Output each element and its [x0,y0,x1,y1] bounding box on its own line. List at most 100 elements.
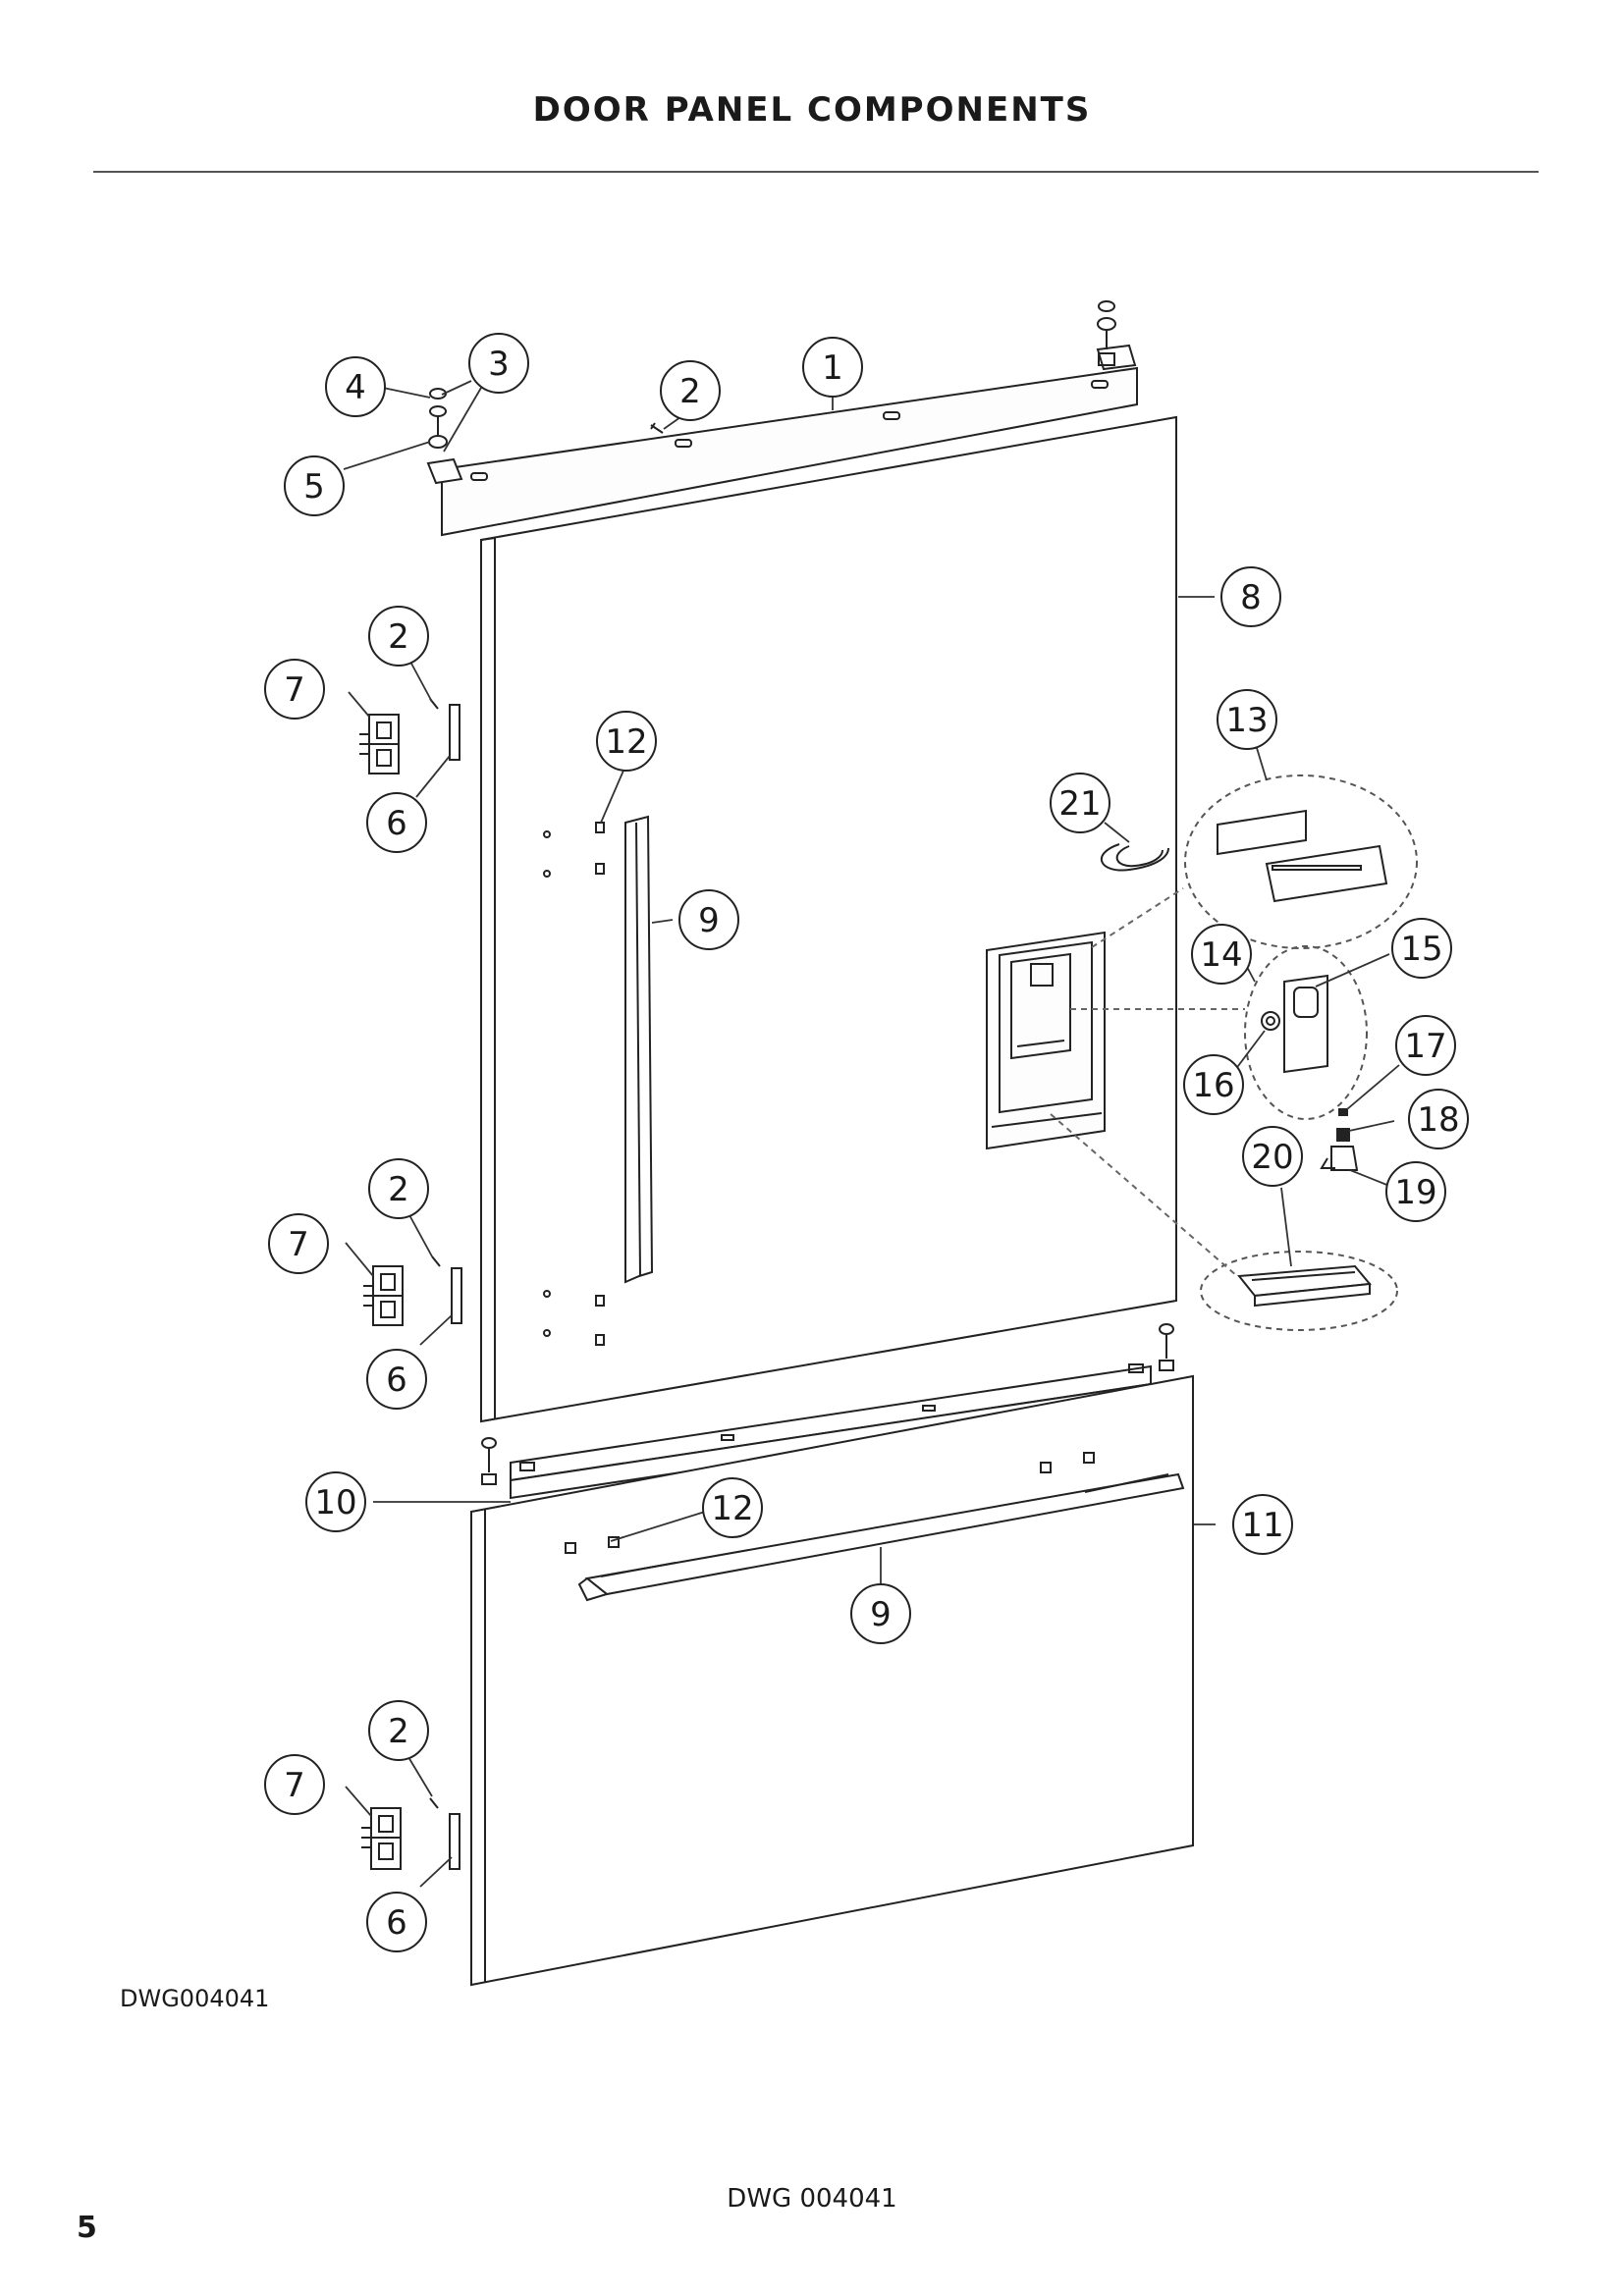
callout-label: 15 [1400,930,1442,969]
callout-circle [368,606,429,667]
callout-15: 15 [1391,918,1452,979]
callout-circle [268,1213,329,1274]
callout-circle [1183,1054,1244,1115]
callout-label: 18 [1417,1100,1459,1140]
callout-label: 19 [1394,1173,1436,1212]
upper-door-assembly [359,300,1177,1423]
callout-label: 2 [388,1170,409,1209]
callout-label: 2 [388,1712,409,1751]
callout-circle [1385,1161,1446,1222]
drawing-id: DWG004041 [120,1985,270,2012]
callout-label: 2 [388,617,409,657]
callout-label: 11 [1241,1506,1283,1545]
callout-label: 7 [284,670,305,710]
callout-10: 10 [305,1471,366,1532]
callout-label: 6 [386,1361,407,1400]
callout-label: 7 [288,1225,309,1264]
callout-label: 7 [284,1766,305,1805]
callout-label: 17 [1404,1027,1446,1066]
callout-2: 2 [660,360,721,421]
callout-circle [284,455,345,516]
callout-3: 3 [468,333,529,394]
callout-circle [1408,1089,1469,1149]
callout-circle [1232,1494,1293,1555]
callout-label: 2 [679,372,701,411]
callout-circle [366,792,427,853]
callout-circle [1191,924,1252,985]
callout-circle [1242,1126,1303,1187]
leader-lines [343,380,1400,1888]
callout-5: 5 [284,455,345,516]
callout-circle [1217,689,1277,750]
callout-circle [264,659,325,720]
callout-circle [325,356,386,417]
callout-label: 3 [488,345,510,384]
callout-circle [368,1158,429,1219]
callout-circle [305,1471,366,1532]
callout-label: 12 [605,722,647,762]
callout-17: 17 [1395,1015,1456,1076]
callout-label: 16 [1192,1066,1234,1105]
callout-circle [468,333,529,394]
callout-12: 12 [596,711,657,772]
callout-label: 9 [698,901,720,940]
callout-21: 21 [1050,773,1110,833]
dispenser-detail-parts [1050,774,1418,1331]
callout-label: 6 [386,1903,407,1943]
callout-circle [850,1583,911,1644]
page-number: 5 [77,2211,97,2245]
callout-circle [1220,566,1281,627]
callout-label: 14 [1200,935,1242,975]
callout-2: 2 [368,1700,429,1761]
callout-circle [802,337,863,398]
callout-circle [368,1700,429,1761]
callout-1: 1 [802,337,863,398]
callout-circle [660,360,721,421]
callout-16: 16 [1183,1054,1244,1115]
callout-7: 7 [268,1213,329,1274]
callout-label: 6 [386,804,407,843]
callout-2: 2 [368,1158,429,1219]
callout-6: 6 [366,1892,427,1952]
callout-label: 9 [870,1595,892,1634]
callout-circle [366,1349,427,1410]
footer-drawing-ref: DWG 004041 [727,2184,897,2214]
callout-circle [1050,773,1110,833]
callout-circle [678,889,739,950]
callout-circle [264,1754,325,1815]
callout-label: 12 [711,1489,753,1528]
callout-19: 19 [1385,1161,1446,1222]
callout-label: 5 [303,467,325,507]
callout-6: 6 [366,792,427,853]
callout-circle [1395,1015,1456,1076]
callout-12: 12 [702,1477,763,1538]
callout-7: 7 [264,1754,325,1815]
callout-18: 18 [1408,1089,1469,1149]
callout-circle [1391,918,1452,979]
callout-4: 4 [325,356,386,417]
title-divider [93,171,1539,173]
callout-label: 8 [1240,578,1262,617]
callout-20: 20 [1242,1126,1303,1187]
callout-8: 8 [1220,566,1281,627]
callout-2: 2 [368,606,429,667]
callout-label: 20 [1251,1138,1293,1177]
callout-6: 6 [366,1349,427,1410]
callout-circle [702,1477,763,1538]
lower-door-assembly [361,1323,1194,1987]
callout-label: 21 [1058,784,1101,824]
callout-11: 11 [1232,1494,1293,1555]
callout-label: 1 [822,348,843,388]
callout-14: 14 [1191,924,1252,985]
callout-circle [596,711,657,772]
callout-label: 13 [1225,701,1268,740]
callout-9: 9 [678,889,739,950]
callout-label: 4 [345,368,366,407]
page-title: DOOR PANEL COMPONENTS [532,90,1092,130]
callout-9: 9 [850,1583,911,1644]
callout-13: 13 [1217,689,1277,750]
callout-circle [366,1892,427,1952]
callout-label: 10 [314,1483,356,1522]
